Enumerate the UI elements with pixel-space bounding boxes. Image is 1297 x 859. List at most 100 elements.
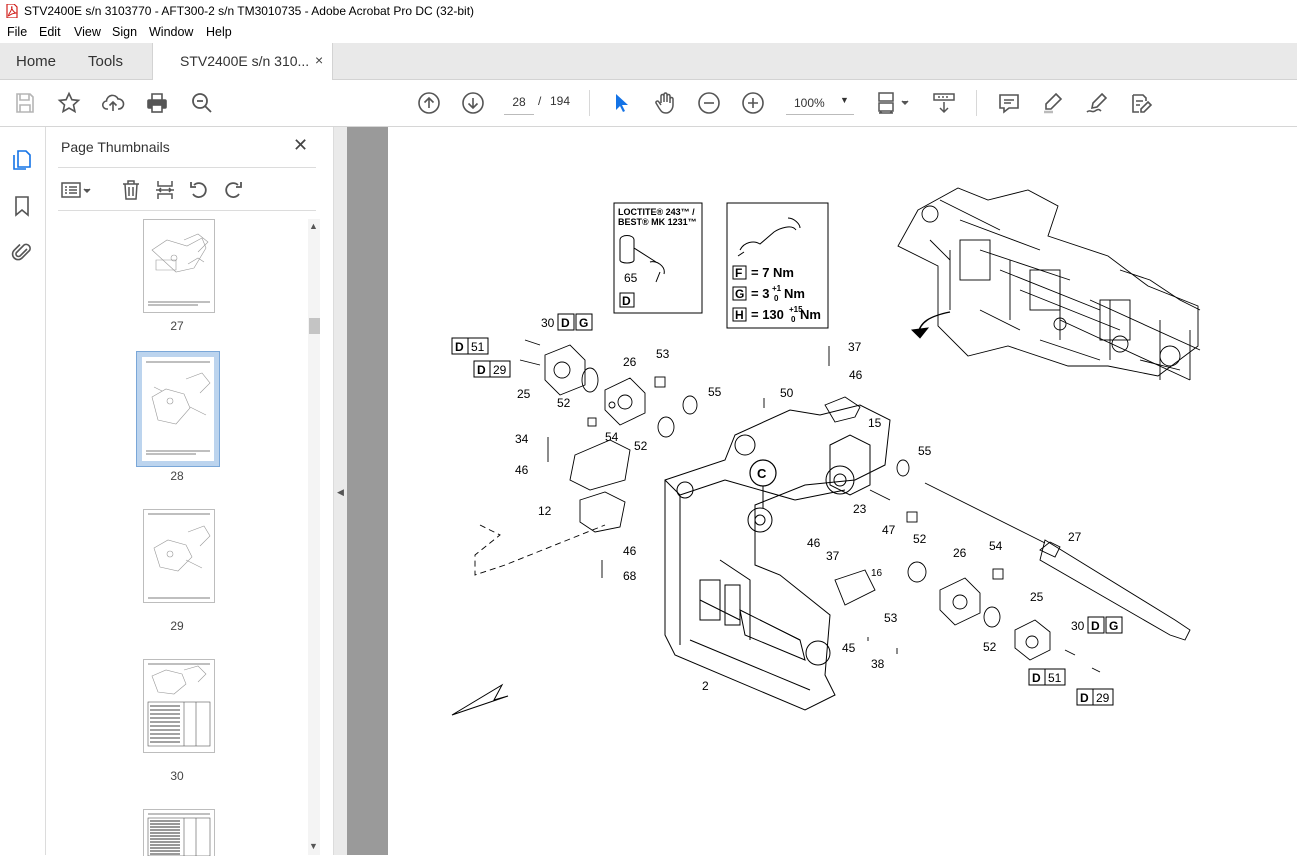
exploded-parts-drawing: LOCTITE® 243™ / BEST® MK 1231™ 65 D F = … [451, 187, 1201, 716]
torque-tol-g-upper: +1 [772, 284, 782, 293]
document-viewport[interactable]: LOCTITE® 243™ / BEST® MK 1231™ 65 D F = … [347, 127, 1297, 855]
bookmark-icon[interactable] [11, 195, 33, 217]
window-title-bar: STV2400E s/n 3103770 - AFT300-2 s/n TM30… [0, 0, 1297, 22]
thumbnail-label: 27 [170, 319, 184, 333]
close-panel-icon[interactable]: ✕ [293, 135, 309, 155]
menu-edit[interactable]: Edit [39, 25, 61, 39]
page-number-input[interactable]: 28 [504, 90, 534, 115]
menu-view[interactable]: View [74, 25, 101, 39]
thumbnail-label: 29 [170, 619, 184, 633]
chevron-down-icon: ▼ [840, 95, 849, 105]
scrollbar-thumb[interactable] [309, 318, 320, 334]
fit-page-icon[interactable] [876, 91, 910, 115]
zoom-in-icon[interactable] [741, 91, 765, 115]
torque-code-f: F [735, 266, 742, 280]
comment-icon[interactable] [997, 91, 1021, 115]
tab-tools[interactable]: Tools [88, 53, 124, 70]
torque-tol-g-lower: 0 [774, 294, 779, 303]
label-50: 50 [780, 386, 794, 400]
scroll-mode-icon[interactable] [932, 91, 956, 115]
rotate-cw-icon[interactable] [222, 179, 244, 201]
callout-c: C [757, 466, 767, 481]
label-37: 37 [826, 549, 840, 563]
menu-window[interactable]: Window [149, 25, 194, 39]
left-parts [474, 339, 876, 606]
label-d: D [561, 316, 570, 330]
label-g: G [579, 316, 588, 330]
thumbnail-scrollbar[interactable]: ▲ ▼ [308, 219, 320, 855]
page-down-icon[interactable] [461, 91, 485, 115]
scroll-up-icon[interactable]: ▲ [309, 221, 318, 231]
label-47: 47 [882, 523, 896, 537]
label-34: 34 [515, 432, 529, 446]
delete-page-icon[interactable] [120, 179, 142, 201]
thumbnail-drawing [147, 663, 211, 747]
torque-unit-h: Nm [800, 307, 821, 322]
label-30: 30 [1071, 619, 1085, 633]
label-55: 55 [918, 444, 932, 458]
thumbnail-options-icon[interactable] [60, 179, 92, 201]
edit-tools-icon[interactable] [1129, 91, 1153, 115]
window-title: STV2400E s/n 3103770 - AFT300-2 s/n TM30… [24, 4, 475, 18]
menu-help[interactable]: Help [206, 25, 232, 39]
zoom-select[interactable]: 100% ▼ [786, 90, 854, 115]
label-29: 29 [493, 363, 507, 377]
print-icon[interactable] [145, 91, 169, 115]
tab-document-label: STV2400E s/n 310... [180, 53, 310, 69]
insert-page-icon[interactable] [154, 179, 176, 201]
label-37: 37 [848, 340, 862, 354]
zoom-search-icon[interactable] [190, 91, 214, 115]
panel-title: Page Thumbnails [61, 139, 170, 155]
torque-tol-h-lower: 0 [791, 315, 796, 324]
highlight-icon[interactable] [1041, 91, 1065, 115]
page-thumbnail[interactable] [143, 219, 215, 313]
page-thumbnail[interactable] [143, 809, 215, 857]
label-29: 29 [1096, 691, 1110, 705]
label-53: 53 [656, 347, 670, 361]
loctite-code: D [622, 294, 631, 308]
thumbnail-drawing [148, 513, 211, 599]
label-68: 68 [623, 569, 637, 583]
label-52: 52 [634, 439, 648, 453]
hand-icon[interactable] [653, 91, 677, 115]
panel-divider [58, 210, 316, 211]
tab-home[interactable]: Home [16, 53, 57, 70]
label-52: 52 [983, 640, 997, 654]
menu-sign[interactable]: Sign [112, 25, 138, 39]
label-26: 26 [623, 355, 637, 369]
page-thumbnail-selected[interactable] [136, 351, 220, 467]
select-cursor-icon[interactable] [609, 91, 633, 115]
tab-document[interactable]: STV2400E s/n 310... × [152, 43, 333, 80]
label-g: G [1109, 619, 1118, 633]
collapse-panel-icon[interactable]: ◀ [337, 487, 344, 497]
page-thumbnail[interactable] [143, 659, 215, 753]
close-tab-icon[interactable]: × [315, 52, 324, 68]
thumbnail-drawing [148, 233, 210, 306]
rotate-ccw-icon[interactable] [188, 179, 210, 201]
label-55: 55 [708, 385, 722, 399]
sign-icon[interactable] [1085, 91, 1109, 115]
tab-bar: Home Tools STV2400E s/n 310... × [0, 43, 1297, 80]
attachment-icon[interactable] [11, 241, 33, 263]
label-53: 53 [884, 611, 898, 625]
save-icon[interactable] [13, 91, 37, 115]
panel-splitter[interactable]: ◀ [333, 127, 348, 855]
label-d: D [455, 340, 464, 354]
overview-machine [897, 187, 1201, 381]
page-thumbnail[interactable] [143, 509, 215, 603]
upload-icon[interactable] [101, 91, 125, 115]
menu-bar: File Edit View Sign Window Help [0, 22, 1297, 43]
star-icon[interactable] [57, 91, 81, 115]
label-23: 23 [853, 502, 867, 516]
menu-file[interactable]: File [7, 25, 28, 39]
label-d: D [1091, 619, 1100, 633]
zoom-out-icon[interactable] [697, 91, 721, 115]
torque-value-h: = 130 [751, 307, 784, 322]
page-total: 194 [550, 94, 571, 108]
page-thumbnails-icon[interactable] [11, 149, 33, 171]
page-separator: / [538, 94, 542, 108]
label-d: D [1032, 671, 1041, 685]
page-up-icon[interactable] [417, 91, 441, 115]
label-54: 54 [605, 430, 619, 444]
scroll-down-icon[interactable]: ▼ [309, 841, 318, 851]
